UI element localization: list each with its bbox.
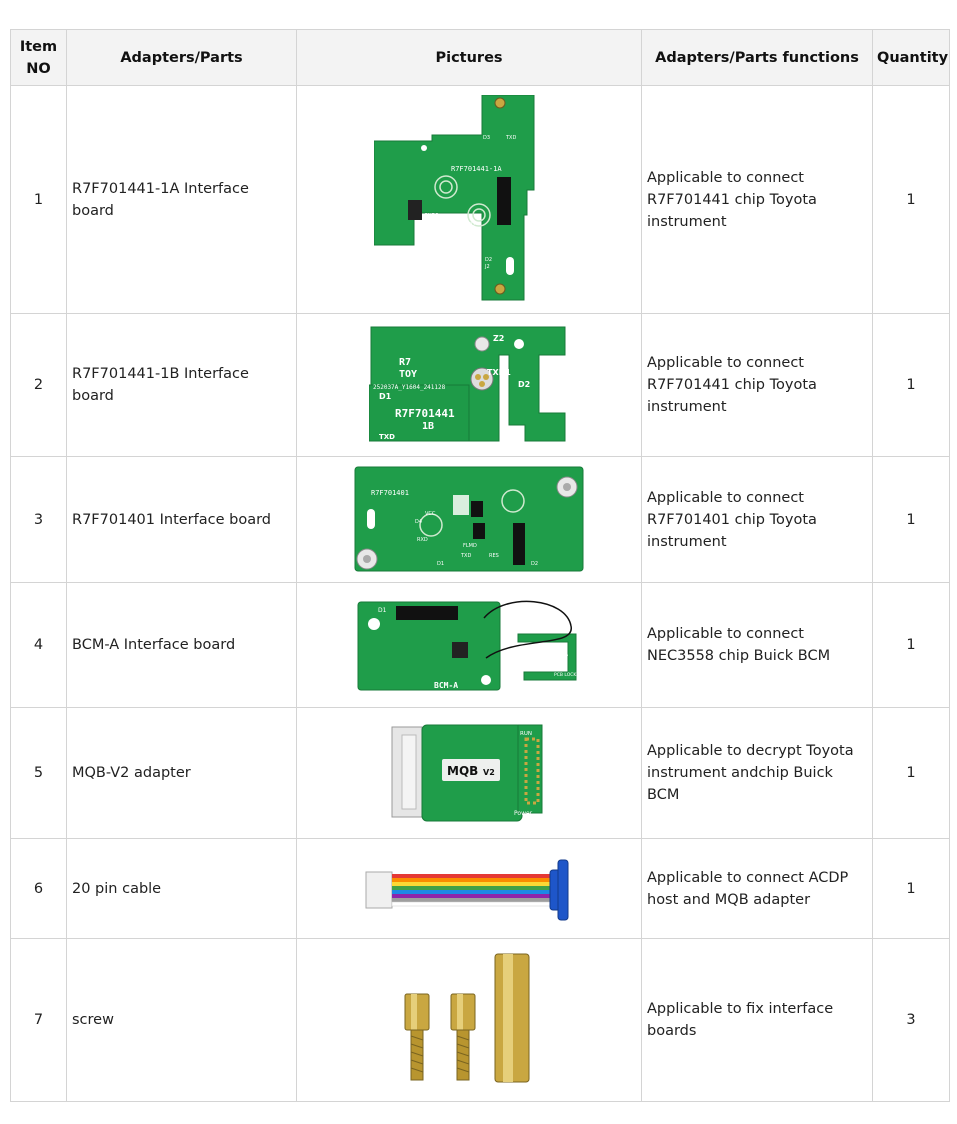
board-1a-label: R7F701441-1A	[451, 165, 502, 173]
standoff-short-2	[450, 993, 476, 1081]
header-functions: Adapters/Parts functions	[641, 29, 873, 86]
part-quantity: 1	[872, 838, 950, 939]
mqb-v2-image: MQB V2 RUN Power	[391, 724, 543, 822]
svg-text:R7: R7	[399, 357, 411, 368]
part-quantity: 3	[872, 938, 950, 1102]
mqb-label: MQB	[447, 764, 478, 778]
header-pictures: Pictures	[296, 29, 642, 86]
board-bcm-a-image: D1 BCM-A TOP PCB LOCK	[357, 600, 577, 691]
svg-text:D3: D3	[483, 135, 490, 141]
svg-text:D1: D1	[437, 561, 444, 567]
header-quantity: Quantity	[872, 29, 950, 86]
part-picture: Z2 R7 TOY TXD1 252037A_Y1604_241128 D1 D…	[296, 313, 642, 457]
table-row: 5 MQB-V2 adapter MQB V2 RUN Power Applic…	[10, 707, 950, 839]
part-name: MQB-V2 adapter	[66, 707, 297, 839]
part-quantity: 1	[872, 313, 950, 457]
parts-table: Item NO Adapters/Parts Pictures Adapters…	[10, 29, 950, 1102]
standoff-short-1	[404, 993, 430, 1081]
header-item-no: Item NO	[10, 29, 67, 86]
svg-text:TOP: TOP	[557, 654, 568, 660]
svg-text:V2: V2	[483, 768, 495, 777]
svg-text:RES: RES	[464, 230, 474, 236]
part-name: 20 pin cable	[66, 838, 297, 939]
item-number: 4	[10, 582, 67, 708]
header-adapters: Adapters/Parts	[66, 29, 297, 86]
part-picture: D1 BCM-A TOP PCB LOCK	[296, 582, 642, 708]
item-number: 7	[10, 938, 67, 1102]
part-name: R7F701401 Interface board	[66, 456, 297, 583]
svg-text:D1: D1	[379, 392, 392, 401]
brass-standoffs-image	[404, 953, 530, 1083]
part-picture	[296, 838, 642, 939]
board-bcm-a-label: BCM-A	[434, 681, 458, 690]
part-function: Applicable to connect NEC3558 chip Buick…	[641, 582, 873, 708]
board-r7f701401-label: R7F701401	[371, 489, 409, 497]
part-function: Applicable to connect R7F701441 chip Toy…	[641, 85, 873, 314]
svg-text:D2: D2	[531, 561, 538, 567]
cable-20pin-image	[365, 859, 569, 920]
item-number: 6	[10, 838, 67, 939]
table-row: 2 R7F701441-1B Interface board Z2 R7 TOY…	[10, 313, 950, 457]
item-number: 1	[10, 85, 67, 314]
board-1b-label: R7F701441	[395, 407, 455, 420]
svg-text:D2: D2	[518, 380, 530, 389]
item-number: 5	[10, 707, 67, 839]
part-function: Applicable to fix interface boards	[641, 938, 873, 1102]
header-row: Item NO Adapters/Parts Pictures Adapters…	[10, 29, 950, 86]
svg-text:VCC: VCC	[425, 511, 436, 517]
part-picture	[296, 938, 642, 1102]
table-row: 7 screw	[10, 938, 950, 1102]
parts-table-wrapper: Item NO Adapters/Parts Pictures Adapters…	[10, 29, 950, 1102]
table-row: 6 20 pin cable Applicable to connec	[10, 838, 950, 939]
svg-text:RUN: RUN	[520, 731, 532, 737]
svg-text:J2: J2	[484, 264, 490, 270]
part-picture: R7F701401 VCC D4 RXD FLMD TXD RES D1 D2	[296, 456, 642, 583]
svg-text:Z2: Z2	[493, 334, 504, 343]
board-1a-image: R7F701441-1A TXD D3 GND2 FLMD RES D2 J2	[374, 94, 535, 300]
svg-text:TXD1: TXD1	[487, 368, 511, 377]
item-number: 2	[10, 313, 67, 457]
svg-text:1B: 1B	[422, 421, 434, 432]
svg-text:TXD: TXD	[379, 433, 395, 441]
standoff-long	[494, 953, 530, 1083]
part-name: screw	[66, 938, 297, 1102]
part-quantity: 1	[872, 582, 950, 708]
table-row: 1 R7F701441-1A Interface board R7F701441…	[10, 85, 950, 314]
part-quantity: 1	[872, 85, 950, 314]
board-r7f701401-image: R7F701401 VCC D4 RXD FLMD TXD RES D1 D2	[354, 466, 584, 571]
svg-text:GND2: GND2	[424, 213, 439, 219]
part-function: Applicable to decrypt Toyota instrument …	[641, 707, 873, 839]
svg-text:FLMD: FLMD	[463, 543, 477, 549]
part-name: BCM-A Interface board	[66, 582, 297, 708]
svg-text:RES: RES	[489, 553, 499, 559]
part-picture: R7F701441-1A TXD D3 GND2 FLMD RES D2 J2	[296, 85, 642, 314]
part-function: Applicable to connect ACDP host and MQB …	[641, 838, 873, 939]
svg-text:TXD: TXD	[460, 553, 471, 559]
svg-text:PCB LOCK: PCB LOCK	[554, 672, 577, 678]
part-function: Applicable to connect R7F701401 chip Toy…	[641, 456, 873, 583]
svg-text:RXD: RXD	[417, 537, 428, 543]
svg-text:D1: D1	[378, 607, 387, 614]
table-row: 3 R7F701401 Interface board R7F70140	[10, 456, 950, 583]
part-function: Applicable to connect R7F701441 chip Toy…	[641, 313, 873, 457]
part-quantity: 1	[872, 707, 950, 839]
svg-text:FLMD: FLMD	[461, 222, 475, 228]
svg-text:D4: D4	[415, 519, 422, 525]
svg-text:TXD: TXD	[505, 135, 516, 141]
part-name: R7F701441-1A Interface board	[66, 85, 297, 314]
svg-text:Power: Power	[514, 810, 533, 817]
board-1b-image: Z2 R7 TOY TXD1 252037A_Y1604_241128 D1 D…	[369, 326, 566, 442]
svg-text:D2: D2	[485, 257, 492, 263]
item-number: 3	[10, 456, 67, 583]
table-row: 4 BCM-A Interface board D1 BCM-A TOP PCB…	[10, 582, 950, 708]
svg-text:252037A_Y1604_241128: 252037A_Y1604_241128	[373, 384, 446, 391]
part-quantity: 1	[872, 456, 950, 583]
svg-text:TOY: TOY	[399, 369, 417, 380]
part-name: R7F701441-1B Interface board	[66, 313, 297, 457]
part-picture: MQB V2 RUN Power	[296, 707, 642, 839]
